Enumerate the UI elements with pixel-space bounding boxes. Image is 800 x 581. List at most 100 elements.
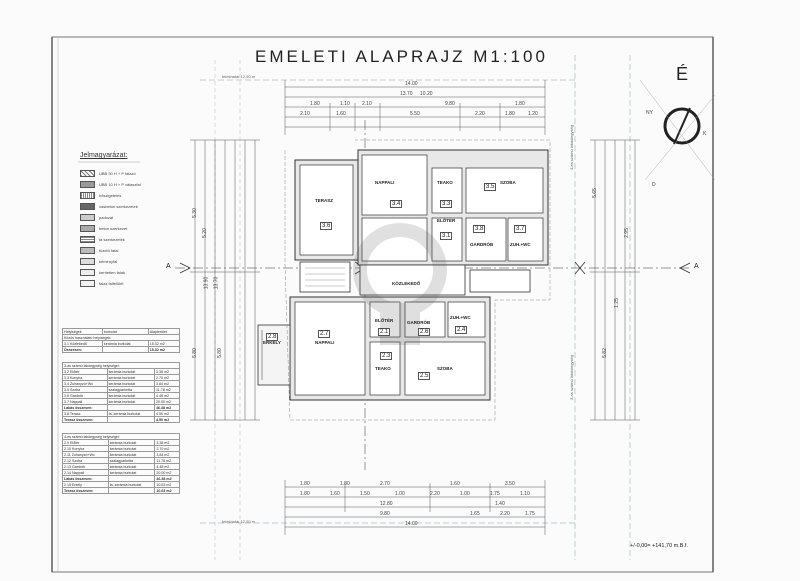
dim-bottom-row2-h: 1.10 [520,491,530,497]
dim-bottom-row3-a: 12.80 [380,501,393,507]
dim-bottom-row2-g: 1.75 [490,491,500,497]
legend-item: vasbeton szerkezetek [80,203,138,210]
dim-top-row3-a: 1.80 [310,101,320,107]
area-table-unit-3: 3-as számú lakóegység helyiségei: 3.2 El… [62,362,180,423]
section-mark-right: A [694,263,699,270]
dim-bottom-row3-b: 1.40 [495,501,505,507]
dim-right-b: 5.82 [601,348,608,358]
room-label-lower-erkely: ERKÉLY [263,340,281,345]
room-label-upper-szoba: SZOBA [500,180,516,185]
room-number-lower-szoba: 2.5 [418,372,431,380]
dim-left-c: 13.70 [213,276,220,290]
legend-item: beton szerkezet [80,225,127,232]
legend-title: Jelmagyarázat: [80,152,128,159]
legend-item: tüzelő fafal [80,247,118,254]
dim-bottom-row2-f: 1.00 [460,491,470,497]
dim-left-a: 5.30 [191,208,198,218]
room-number-lower-zuhwc: 2.4 [455,326,468,334]
elevation-note: +/-0,00= +141,70 m.B.f. [630,543,688,549]
dim-bottom-row4-c: 2.20 [500,511,510,517]
dim-bottom-row4-b: 1.65 [470,511,480,517]
section-mark-left: A [166,263,171,270]
dim-right-a: 5.65 [591,188,598,198]
room-label-lower-eloter: ELŐTÉR [375,318,394,323]
room-number-upper-eloter: 3.1 [440,232,453,240]
room-number-upper-teako: 3.3 [440,200,453,208]
room-label-lower-szoba: SZOBA [437,366,453,371]
dim-top-row4-f: 1.20 [528,111,538,117]
compass-label-east: K [703,131,707,137]
dim-left-b: 5.20 [201,228,208,238]
room-label-lower-nappali: NAPPALI [315,340,335,345]
dim-top-row4-a: 2.10 [300,111,310,117]
dim-bottom-row2-a: 1.80 [300,491,310,497]
room-label-lower-teako: TEAKO [375,366,391,371]
unit-line-label-2: 3-as számú lakáslegység [569,355,574,400]
room-number-lower-nappali: 2.7 [318,330,331,338]
dim-top-row3-c: 2.10 [362,101,372,107]
room-label-upper-zuhwc: ZUH.+WC [510,242,531,247]
legend-item: falaz falfelület [80,280,123,287]
legend-item: hőszigetelés [80,192,121,199]
dim-top-row2-a: 13.70 [400,91,413,97]
dim-left-f: 5.80 [216,348,223,358]
dim-left-e: 5.80 [191,348,198,358]
room-label-upper-nappali: NAPPALI [375,180,395,185]
dim-bottom-row4-d: 1.75 [525,511,535,517]
room-number-upper-gardrob: 3.8 [473,225,486,233]
dim-bottom-row1-e: 3.50 [505,481,515,487]
dim-top-overall: 14.00 [405,81,418,87]
dim-top-row2-b: 10.20 [420,91,433,97]
room-label-upper-teako: TEAKO [437,180,453,185]
area-table-unit-4: 4-es számú lakóegység helyiségei: 2.9 El… [62,433,180,494]
dim-right-d: 2.95 [623,228,630,238]
room-label-lower-gardrob: GARDRÓB [407,320,431,325]
dim-top-row4-c: 5.50 [410,111,420,117]
compass-north-letter: É [676,64,689,84]
dim-bottom-row1-c: 2.70 [380,481,390,487]
legend-item: UBB 10 H + P válaszfal [80,181,141,188]
room-number-upper-zuhwc: 3.7 [514,225,527,233]
legend-item: fa szerkezetek [80,236,125,243]
dim-bottom-row2-b: 1.60 [330,491,340,497]
room-label-lower-zuhwc: ZUH.+WC [450,315,471,320]
dim-bottom-row2-c: 1.50 [360,491,370,497]
lot-line-label-top: telekhatár 12.50 m [222,74,256,79]
lot-line-label-bottom: telekhatár 12.50 m [222,519,256,524]
room-label-upper-terasz: TERASZ [315,198,333,203]
room-number-lower-gardrob: 2.6 [418,328,431,336]
legend-item: padozat [80,214,113,221]
dim-top-row3-b: 1.10 [340,101,350,107]
dim-bottom-row2-e: 2.20 [430,491,440,497]
room-number-lower-teako: 2.3 [380,352,393,360]
room-number-upper-terasz: 3.6 [320,222,333,230]
compass-label-south: D [652,182,656,188]
dim-top-row4-e: 1.80 [505,111,515,117]
dim-top-row3-d: 9.80 [445,101,455,107]
compass-label-west: NY [646,110,653,116]
dim-top-row4-d: 2.20 [475,111,485,117]
room-number-lower-erkely: 2.8 [266,333,279,341]
legend-item: kéményfal [80,258,117,265]
room-label-upper-eloter: ELŐTÉR [437,218,456,223]
room-number-upper-nappali: 3.4 [390,200,403,208]
room-number-lower-eloter: 2.1 [378,328,391,336]
dim-bottom-row1-d: 1.60 [450,481,460,487]
north-arrow [639,79,716,181]
dim-bottom-row1-a: 1.80 [300,481,310,487]
dim-top-row3-e: 1.80 [515,101,525,107]
dim-bottom-row4-a: 9.80 [380,511,390,517]
room-label-corridor: KÖZLEKEDŐ [392,281,421,286]
legend-item: UBB 30 H + P falazó [80,170,136,177]
room-label-upper-gardrob: GARDRÓB [470,242,494,247]
room-number-upper-szoba: 3.5 [484,183,497,191]
dim-bottom-overall: 14.00 [405,521,418,527]
unit-line-label-1: 4-es számú lakáslegység [569,125,574,170]
legend-item: kerítetlen falak [80,269,125,276]
dim-top-row4-b: 1.60 [336,111,346,117]
drawing-title: EMELETI ALAPRAJZ M1:100 [255,47,548,66]
dim-bottom-row1-b: 1.80 [340,481,350,487]
